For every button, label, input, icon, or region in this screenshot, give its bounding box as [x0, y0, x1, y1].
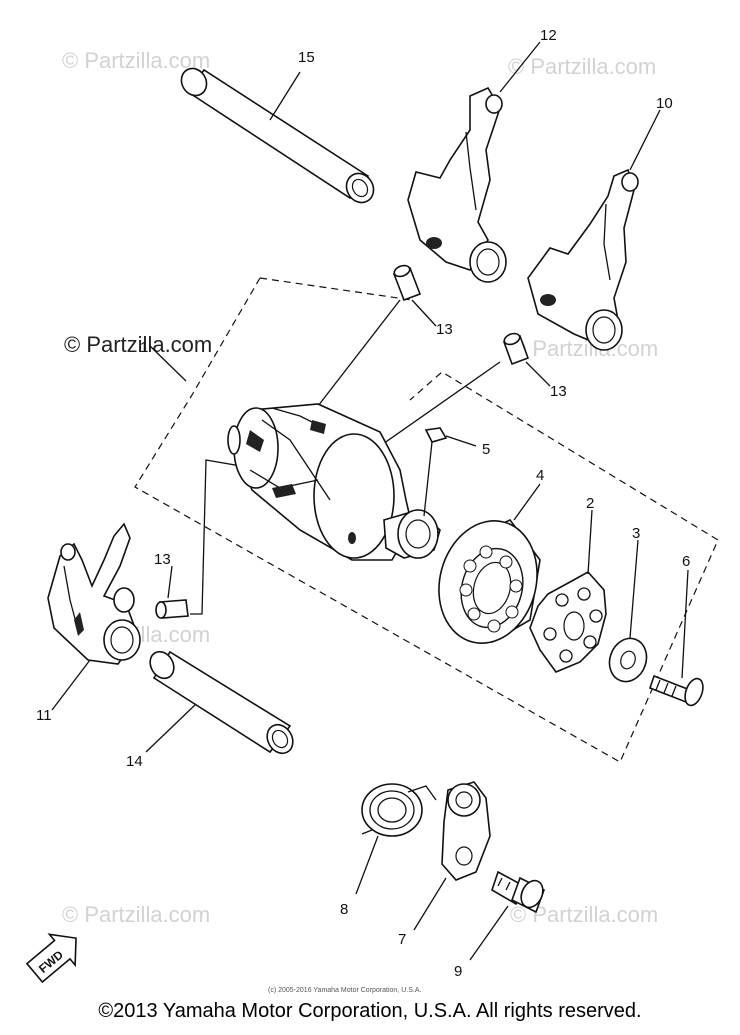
lever-7	[441, 781, 491, 881]
callout-8: 8	[340, 901, 348, 918]
callout-11: 11	[36, 707, 52, 724]
watermark: © Partzilla.com	[508, 54, 656, 79]
callout-2: 2	[586, 495, 594, 512]
callout-13: 13	[154, 551, 171, 568]
watermark-main: © Partzilla.com	[64, 332, 212, 357]
callout-5: 5	[482, 441, 490, 458]
guide-pin-right	[502, 332, 530, 366]
screw-6	[649, 674, 704, 707]
watermark: © Partzilla.com	[510, 336, 658, 361]
callout-6: 6	[682, 553, 690, 570]
footer-copyright: ©2013 Yamaha Motor Corporation, U.S.A. A…	[98, 1000, 642, 1022]
callout-1: 1	[140, 339, 148, 356]
small-copyright: (c) 2005-2016 Yamaha Motor Corporation, …	[268, 987, 421, 994]
watermark: © Partzilla.com	[62, 48, 210, 73]
shift-fork-10	[527, 168, 639, 351]
assembly-boundary	[134, 277, 719, 763]
guide-pin-upper	[392, 264, 422, 302]
shift-fork-shaft-upper	[180, 67, 375, 204]
stopper-5	[424, 427, 448, 443]
callout-7: 7	[398, 931, 406, 948]
shift-fork-12	[407, 86, 507, 283]
callout-14: 14	[126, 753, 143, 770]
segment-2	[529, 570, 607, 673]
guide-pin-left	[155, 599, 189, 619]
callout-13: 13	[550, 383, 567, 400]
washer-3	[608, 637, 648, 683]
callout-12: 12	[540, 27, 557, 44]
leader-line	[149, 345, 187, 382]
callout-3: 3	[632, 525, 640, 542]
callout-4: 4	[536, 467, 544, 484]
bearing-4	[438, 519, 541, 644]
shift-fork-shaft-lower	[149, 650, 294, 755]
shift-fork-11	[47, 522, 141, 665]
fwd-arrow-icon: FWD	[25, 933, 77, 984]
watermark: © Partzilla.com	[62, 902, 210, 927]
shift-drum	[227, 403, 441, 561]
bolt-9	[491, 870, 545, 914]
callout-13: 13	[436, 321, 453, 338]
callout-9: 9	[454, 963, 462, 980]
callout-10: 10	[656, 95, 673, 112]
spring-8	[361, 783, 437, 837]
callout-15: 15	[298, 49, 315, 66]
